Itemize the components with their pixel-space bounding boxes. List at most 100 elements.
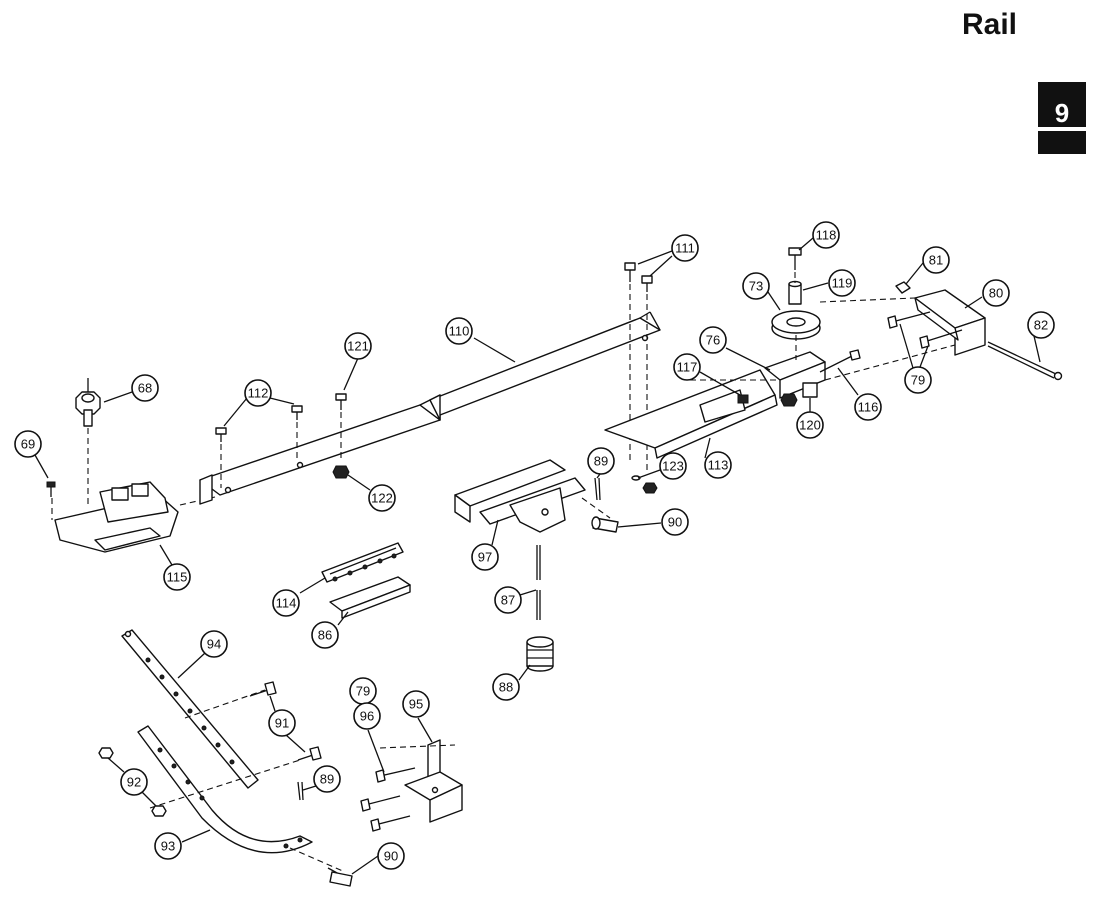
callout-114-label: 114 [276,596,297,611]
callout-117: 117 [673,353,701,381]
callout-95: 95 [402,690,430,718]
section-number: 9 [1054,99,1070,127]
callout-116-label: 116 [858,400,879,415]
curved-arm-93-part [137,725,346,873]
leader-94 [177,652,206,679]
leader-111b [649,255,673,277]
leader-97 [491,519,499,546]
clip-81-part [895,281,911,294]
callout-111-label: 111 [675,241,695,256]
callout-119: 119 [828,269,856,297]
callout-117-label: 117 [677,360,698,375]
leader-122 [347,474,371,491]
leader-76 [725,347,771,371]
callout-87-label: 87 [501,593,515,608]
nut-122-part [332,465,350,479]
callout-90-top: 90 [661,508,689,536]
section-tab-divider [1038,127,1086,131]
callout-115-label: 115 [167,570,188,585]
callout-94-label: 94 [207,637,221,652]
callout-110: 110 [445,317,473,345]
bolts-112-part [215,405,303,488]
callout-69: 69 [14,430,42,458]
clevis-pin-90-bottom-part [327,867,353,887]
callout-88-label: 88 [499,680,513,695]
callout-86-label: 86 [318,628,332,643]
callout-92: 92 [120,768,148,796]
callout-90-top-label: 90 [668,515,682,530]
callout-121-label: 121 [347,339,369,354]
lag-screws-96-part [360,767,416,832]
callout-89-bottom-label: 89 [320,772,334,787]
leader-87 [519,589,537,596]
callout-93-label: 93 [161,839,175,854]
leader-113 [704,437,711,459]
callout-69-label: 69 [21,437,35,452]
callout-80: 80 [982,279,1010,307]
leader-112a [223,397,248,427]
leader-96 [367,729,385,773]
spacer-119-part [788,280,802,305]
pin-87-part [536,545,541,620]
leader-91b [285,734,306,753]
pin-89-bottom-part [297,781,304,801]
bolt-121-part [335,393,347,462]
page-title: Rail [962,8,1018,41]
leader-68 [103,391,133,403]
nuts-92-part [98,747,167,817]
callout-120: 120 [796,411,824,439]
leader-117 [699,371,741,396]
front-end-bracket-part [51,481,216,553]
callout-112: 112 [244,379,272,407]
callout-115: 115 [163,563,191,591]
callout-82-label: 82 [1034,318,1048,333]
leader-114 [299,577,326,594]
callout-119-label: 119 [832,276,853,291]
callout-120-label: 120 [799,418,821,433]
callout-68: 68 [131,374,159,402]
callout-80-label: 80 [989,286,1003,301]
callout-86: 86 [311,621,339,649]
callout-90-bottom: 90 [377,842,405,870]
bolts-111-part [624,262,653,470]
callout-82: 82 [1027,311,1055,339]
door-bracket-95-part [379,739,463,823]
leader-123 [637,469,661,479]
leader-93 [181,829,211,843]
callout-97-label: 97 [478,550,492,565]
bolt-116-part [819,349,861,373]
callout-121: 121 [344,332,372,360]
callout-123: 123 [659,452,687,480]
callout-93: 93 [154,832,182,860]
clevis-pin-90-top-part [591,516,619,533]
bolt-118-part [788,247,802,283]
callout-96-label: 96 [360,709,374,724]
leader-119 [802,282,829,291]
callout-91-label: 91 [275,716,289,731]
leader-69 [34,454,49,479]
leader-89b [302,785,317,791]
trolley-part [454,459,611,533]
leader-79a [899,323,914,369]
leader-118 [798,237,814,251]
callout-94: 94 [200,630,228,658]
leader-80 [964,296,983,309]
callout-118-label: 118 [816,228,837,243]
chain-link-114-part [321,542,404,583]
leader-111a [637,250,673,265]
leader-90a [617,522,662,528]
callout-122-label: 122 [371,491,393,506]
header-bracket-part [819,289,986,381]
spring-88-part [526,636,554,672]
bolts-91-part [249,681,322,761]
leader-lines [34,237,1041,875]
callout-110-label: 110 [449,324,470,339]
leader-112b [269,397,295,405]
leader-95 [417,717,433,743]
callout-97: 97 [471,543,499,571]
callout-118: 118 [812,221,840,249]
rail-part [199,311,661,505]
callout-95-label: 95 [409,697,423,712]
callout-73: 73 [742,272,770,300]
callout-113-label: 113 [708,458,729,473]
